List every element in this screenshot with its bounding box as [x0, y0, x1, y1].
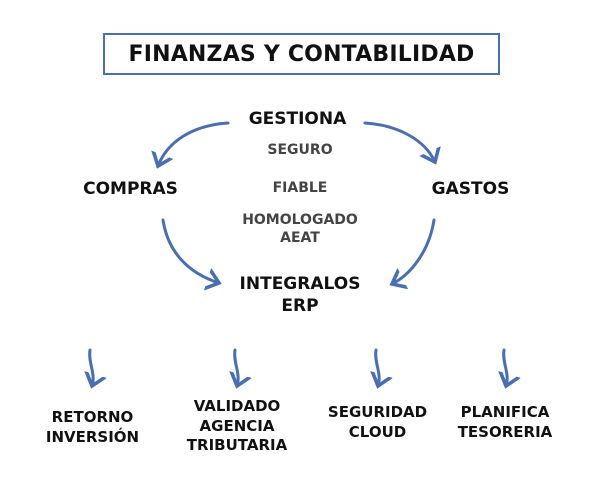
attr-homologado-line1: HOMOLOGADO — [242, 212, 358, 228]
outcome-seguridad-cloud: SEGURIDAD CLOUD — [310, 403, 445, 442]
arrow-gestiona-to-gastos — [363, 121, 435, 162]
arrow-gestiona-to-compras — [158, 121, 230, 166]
outcome-validado-agencia-tributaria: VALIDADO AGENCIA TRIBUTARIA — [172, 397, 302, 456]
arrow-gastos-to-integralos — [392, 218, 436, 284]
outcome-line: TESORERIA — [457, 422, 553, 441]
outcome-retorno-inversion: RETORNO INVERSIÓN — [35, 408, 150, 447]
arrow-down-retorno — [90, 348, 93, 386]
outcome-line: RETORNO — [51, 408, 134, 426]
outcome-line: VALIDADO — [193, 397, 281, 415]
arrow-compras-to-integralos — [161, 218, 219, 283]
outcome-planifica-tesoreria: PLANIFICA TESORERIA — [440, 403, 570, 442]
outcome-line: PLANIFICA — [460, 403, 550, 421]
arrow-down-planifica — [504, 348, 507, 386]
attr-seguro: SEGURO — [267, 142, 333, 158]
node-gastos: GASTOS — [431, 179, 510, 199]
attr-homologado-line2: AEAT — [280, 230, 320, 247]
node-gestiona: GESTIONA — [248, 109, 347, 129]
outcome-line: CLOUD — [348, 422, 407, 441]
diagram-title: FINANZAS Y CONTABILIDAD — [103, 33, 500, 75]
outcome-line: SEGURIDAD — [327, 403, 428, 421]
outcome-line: AGENCIA — [199, 416, 275, 435]
arrow-down-seguridad — [376, 348, 379, 386]
outcome-line: INVERSIÓN — [45, 427, 140, 446]
attr-homologado: HOMOLOGADO AEAT — [230, 211, 370, 247]
node-integralos: INTEGRALOS ERP — [225, 273, 375, 317]
node-integralos-line2: ERP — [281, 296, 319, 317]
node-compras: COMPRAS — [83, 179, 178, 199]
outcome-line: TRIBUTARIA — [186, 436, 288, 454]
node-integralos-line1: INTEGRALOS — [239, 274, 361, 294]
arrow-down-validado — [235, 348, 238, 386]
attr-fiable: FIABLE — [272, 180, 328, 196]
